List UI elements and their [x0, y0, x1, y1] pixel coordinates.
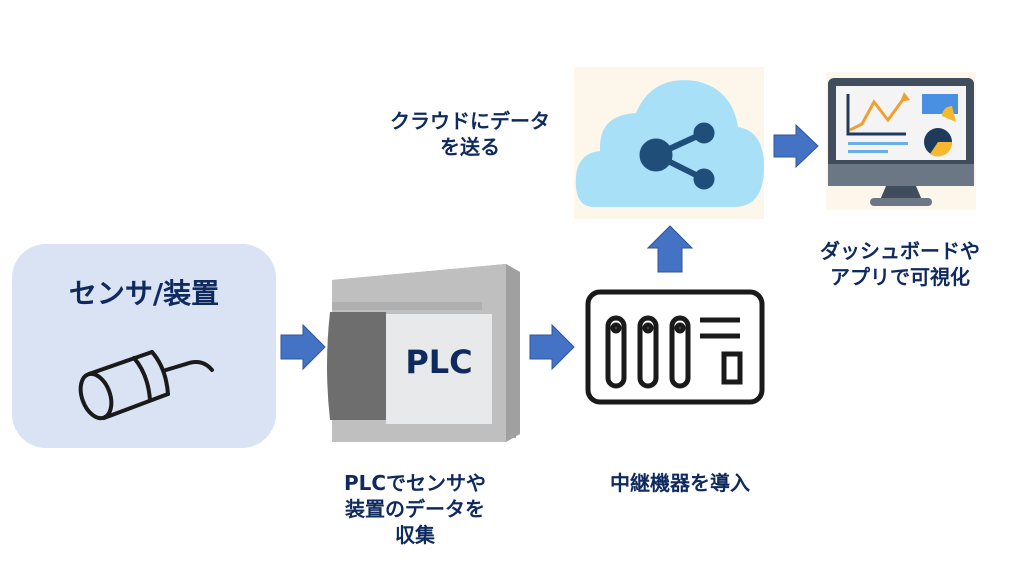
arrow-gateway-to-cloud	[646, 225, 694, 273]
arrow-plc-to-gateway	[529, 323, 575, 371]
plc-caption: PLCでセンサや 装置のデータを 収集	[343, 471, 487, 547]
cloud-caption: クラウドにデータ を送る	[390, 109, 550, 159]
arrow-sensor-to-plc	[280, 323, 326, 371]
dashboard-monitor-icon	[828, 78, 974, 206]
sensor-icon	[78, 350, 214, 421]
cloud-share-icon	[575, 80, 764, 207]
gateway-caption: 中継機器を導入	[610, 471, 750, 495]
dashboard-caption: ダッシュボードや アプリで可視化	[820, 239, 980, 289]
sensor-label: センサ/装置	[68, 277, 220, 310]
gateway-device-icon	[585, 289, 765, 405]
plc-device-icon	[327, 264, 520, 442]
arrow-cloud-to-dashboard	[773, 123, 819, 169]
sensor-node: センサ/装置	[12, 244, 276, 448]
plc-label: PLC	[405, 343, 473, 381]
